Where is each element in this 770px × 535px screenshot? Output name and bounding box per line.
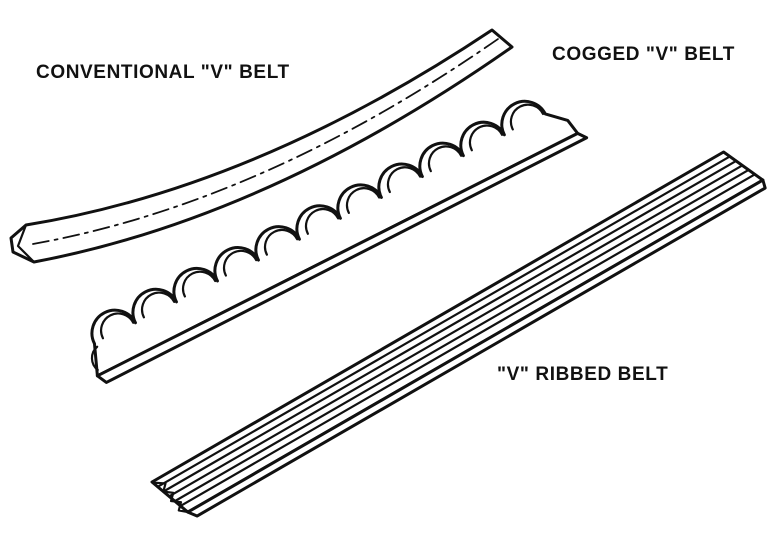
cogged-v-belt-illustration bbox=[90, 99, 589, 384]
cogged-belt-bottom-face bbox=[95, 131, 589, 384]
conventional-belt-outline bbox=[9, 28, 514, 264]
conventional-belt-end-face-edge bbox=[16, 223, 36, 264]
rib-line bbox=[162, 159, 738, 493]
rib-line bbox=[179, 173, 757, 508]
label-cogged-v-belt: COGGED "V" BELT bbox=[552, 44, 735, 65]
cogged-belt-end-half-cog bbox=[90, 345, 99, 372]
ribbed-belt-bottom-face bbox=[186, 178, 767, 518]
rib-line bbox=[173, 168, 750, 503]
cogged-belt-tooth-face-arcs bbox=[100, 103, 545, 340]
label-v-ribbed-belt: "V" RIBBED BELT bbox=[497, 364, 669, 385]
rib-line bbox=[167, 164, 744, 498]
label-conventional-v-belt: CONVENTIONAL "V" BELT bbox=[36, 62, 290, 83]
ribbed-belt-v-groove-end-profile bbox=[153, 481, 189, 514]
cogged-belt-outline bbox=[90, 99, 580, 378]
ribbed-belt-rib-lines bbox=[156, 155, 757, 508]
v-ribbed-belt-illustration bbox=[150, 150, 767, 518]
conventional-belt-centerline bbox=[32, 38, 499, 245]
rib-line bbox=[156, 155, 731, 488]
conventional-v-belt-illustration bbox=[9, 28, 514, 264]
